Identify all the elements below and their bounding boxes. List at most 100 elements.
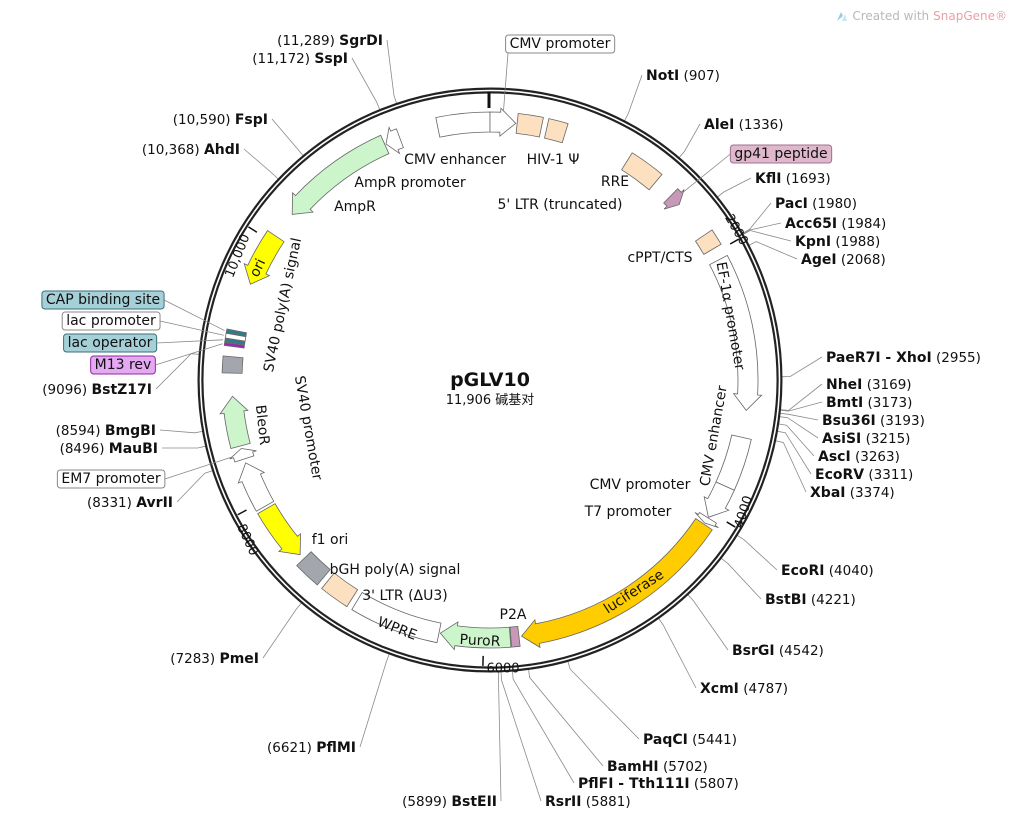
feature-luciferase[interactable]	[521, 518, 713, 649]
enzyme-position: (8594)	[56, 423, 101, 439]
enzyme-site[interactable]: EcoRI (4040)	[781, 563, 874, 579]
enzyme-name: BmgBI	[105, 423, 156, 439]
feature-ampr-promoter[interactable]	[385, 125, 404, 155]
feature-p2a[interactable]	[509, 625, 521, 648]
feature-ampr[interactable]	[291, 134, 390, 215]
feature-m13-rev[interactable]	[223, 342, 245, 349]
feature-label: T7 promoter	[584, 504, 672, 520]
enzyme-position: (3169)	[867, 377, 912, 393]
feature-label-box[interactable]: lac operator	[63, 333, 158, 353]
feature-label-box[interactable]: M13 rev	[90, 355, 156, 375]
tick-mark	[729, 238, 740, 245]
enzyme-site[interactable]: (5899) BstEII	[402, 794, 497, 810]
enzyme-site[interactable]: (8594) BmgBI	[56, 423, 156, 439]
feature-label: BleoR	[252, 404, 272, 446]
enzyme-site[interactable]: (7283) PmeI	[170, 651, 259, 667]
feature-cmv-enhancer[interactable]	[715, 434, 752, 491]
enzyme-site[interactable]: (10,590) FspI	[173, 112, 268, 128]
enzyme-leader-line	[780, 383, 823, 411]
label-leader-line	[156, 339, 224, 344]
enzyme-site[interactable]: (8331) AvrII	[87, 495, 173, 511]
feature-bgh-poly-a-signal[interactable]	[296, 551, 331, 586]
enzyme-site[interactable]: AsiSI (3215)	[822, 431, 910, 447]
enzyme-site[interactable]: BmtI (3173)	[826, 395, 912, 411]
feature-cmv-promoter[interactable]	[703, 481, 735, 518]
enzyme-site[interactable]: (11,289) SgrDI	[277, 33, 383, 49]
enzyme-site[interactable]: BamHI (5702)	[607, 759, 708, 775]
feature-em7-promoter[interactable]	[229, 448, 257, 463]
enzyme-name: RsrII	[545, 794, 581, 810]
feature-sv40-poly-a-signal[interactable]	[221, 355, 244, 374]
feature-cap-binding-site[interactable]	[225, 328, 247, 337]
feature-label-box[interactable]: gp41 peptide	[729, 144, 833, 164]
enzyme-site[interactable]: NheI (3169)	[826, 377, 912, 393]
feature-t7-promoter[interactable]	[694, 511, 719, 528]
tick-label: 6000	[486, 662, 519, 677]
feature-sv40-promoter[interactable]	[237, 462, 275, 512]
enzyme-leader-line	[262, 602, 302, 659]
feature-label: 3' LTR (ΔU3)	[362, 588, 447, 604]
enzyme-name: EcoRV	[815, 467, 864, 483]
enzyme-site[interactable]: PaeR7I - XhoI (2955)	[826, 350, 981, 366]
feature-5-ltr-truncated[interactable]	[515, 113, 544, 138]
enzyme-site[interactable]: (11,172) SspI	[252, 51, 348, 67]
enzyme-site[interactable]: (10,368) AhdI	[142, 142, 240, 158]
feature-cppt-cts[interactable]	[694, 229, 722, 255]
enzyme-site[interactable]: BstBI (4221)	[765, 592, 856, 608]
enzyme-leader-line	[678, 123, 701, 158]
enzyme-leader-line	[717, 177, 752, 198]
enzyme-name: EcoRI	[781, 563, 824, 579]
enzyme-site[interactable]: RsrII (5881)	[545, 794, 631, 810]
enzyme-leader-line	[512, 671, 575, 784]
feature-lac-promoter[interactable]	[224, 332, 247, 342]
feature-gp41-peptide[interactable]	[663, 188, 685, 210]
enzyme-leader-line	[780, 412, 819, 421]
feature-label-box[interactable]: lac promoter	[61, 311, 161, 331]
feature-ori[interactable]	[243, 230, 285, 285]
feature-rre[interactable]	[621, 152, 663, 191]
feature-cmv-enhancer[interactable]	[435, 111, 491, 138]
enzyme-site[interactable]: BsrGI (4542)	[732, 643, 824, 659]
enzyme-site[interactable]: AgeI (2068)	[801, 252, 886, 268]
enzyme-leader-line	[775, 440, 807, 493]
enzyme-site[interactable]: KpnI (1988)	[795, 234, 880, 250]
feature-label: cPPT/CTS	[627, 250, 692, 266]
enzyme-site[interactable]: Bsu36I (3193)	[822, 413, 925, 429]
label-leader-line	[163, 299, 225, 331]
enzyme-site[interactable]: PaqCI (5441)	[643, 732, 737, 748]
feature-ef-1-promoter[interactable]	[709, 254, 763, 412]
enzyme-leader-line	[500, 671, 542, 802]
enzyme-leader-line	[748, 241, 798, 260]
enzyme-site[interactable]: XcmI (4787)	[700, 681, 788, 697]
enzyme-site[interactable]: Acc65I (1984)	[785, 216, 886, 232]
feature-f1-ori[interactable]	[257, 503, 302, 556]
enzyme-position: (5899)	[402, 794, 447, 810]
feature-label-box[interactable]: EM7 promoter	[56, 469, 166, 489]
enzyme-site[interactable]: (9096) BstZ17I	[42, 382, 152, 398]
feature-puror[interactable]	[439, 621, 512, 651]
enzyme-site[interactable]: AscI (3263)	[818, 449, 900, 465]
enzyme-site[interactable]: XbaI (3374)	[810, 485, 895, 501]
enzyme-site[interactable]: (6621) PflMI	[267, 740, 356, 756]
enzyme-leader-line	[243, 148, 279, 180]
feature-label-box[interactable]: CAP binding site	[41, 290, 165, 310]
snapgene-logo-icon	[837, 12, 848, 21]
feature-hiv-1[interactable]	[544, 118, 569, 144]
feature-label: bGH poly(A) signal	[330, 562, 461, 578]
enzyme-site[interactable]: EcoRV (3311)	[815, 467, 913, 483]
feature-cmv-promoter[interactable]	[489, 107, 517, 138]
enzyme-site[interactable]: AleI (1336)	[704, 117, 784, 133]
enzyme-site[interactable]: (8496) MauBI	[60, 441, 158, 457]
feature-label-box[interactable]: CMV promoter	[505, 34, 616, 54]
feature-wpre[interactable]	[351, 591, 442, 644]
enzyme-site[interactable]: NotI (907)	[646, 68, 720, 84]
feature-label: 5' LTR (truncated)	[498, 197, 623, 213]
enzyme-site[interactable]: PflFI - Tth111I (5807)	[578, 776, 739, 792]
feature-3-ltr-u3[interactable]	[321, 572, 359, 608]
feature-bleor[interactable]	[219, 395, 251, 449]
feature-lac-operator[interactable]	[224, 337, 246, 346]
enzyme-site[interactable]: PacI (1980)	[775, 196, 857, 212]
enzyme-site[interactable]: KflI (1693)	[755, 171, 831, 187]
enzyme-leader-line	[176, 470, 213, 503]
enzyme-leader-line	[742, 230, 792, 242]
